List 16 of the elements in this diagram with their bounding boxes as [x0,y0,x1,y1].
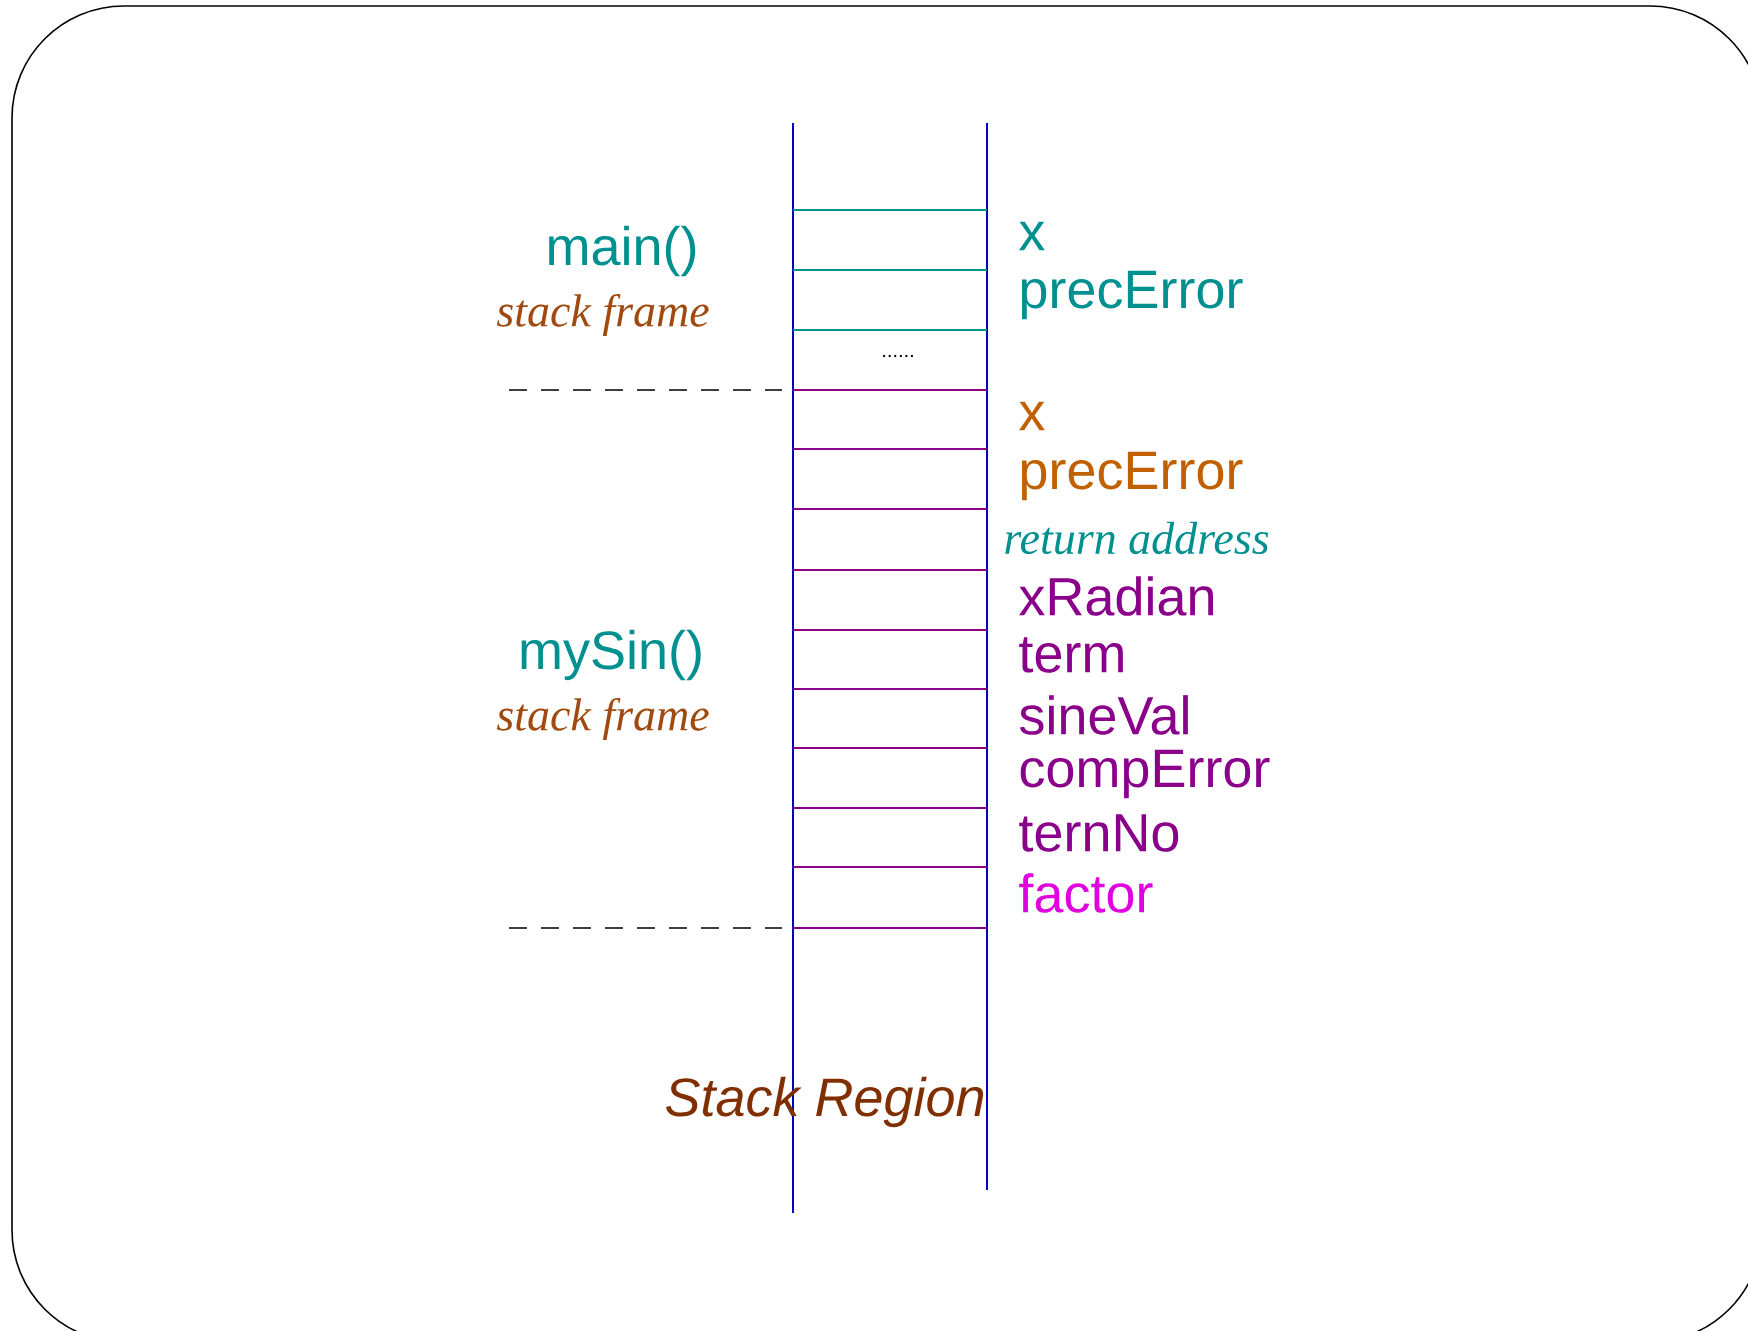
variable-label: x [1019,401,1045,431]
variable-label: x [1019,221,1045,251]
variable-label: ternNo [1019,814,1179,852]
variable-label: compError [1020,749,1270,799]
ellipsis-dots: ...... [883,354,913,358]
variable-label: sineVal [1019,695,1188,735]
frame-label: stack frame [496,293,709,337]
variable-label: xRadian [1019,576,1213,616]
function-label: main() [549,225,696,277]
variable-label: factor [1019,873,1153,913]
variable-label: term [1019,637,1123,673]
frame-label: stack frame [496,697,709,741]
function-label: mySin() [521,629,701,681]
variable-label: return address [1005,521,1269,555]
variable-label: precError [1021,451,1243,501]
variable-label: precError [1021,270,1243,320]
